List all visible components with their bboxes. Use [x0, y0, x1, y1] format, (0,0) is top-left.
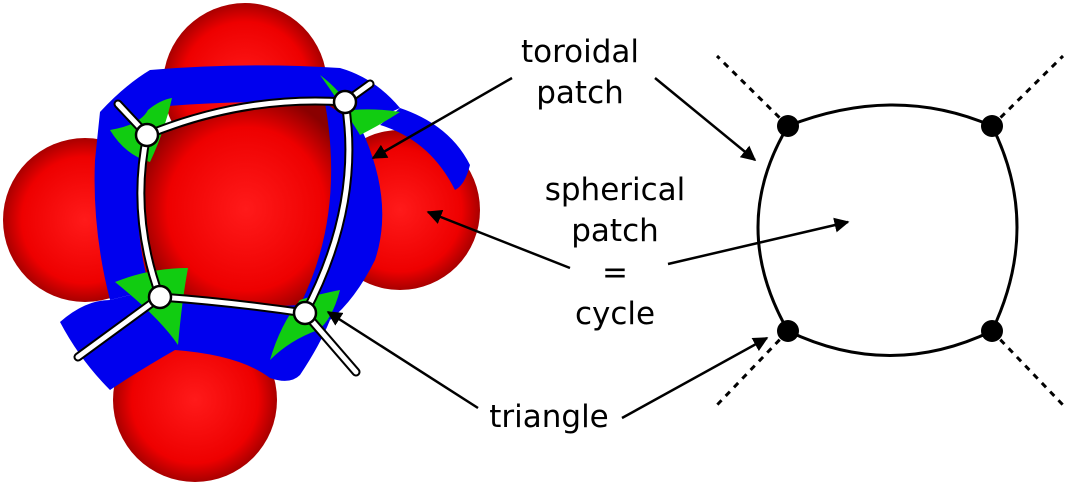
label-toroidal-line1: toroidal: [521, 34, 639, 70]
cycle-vertex-top-right: [981, 115, 1003, 137]
vertex-top-right: [332, 89, 358, 115]
arrow-spherical-right: [667, 217, 850, 266]
molecular-surface: [3, 3, 480, 482]
cycle-dangling-edges: [715, 54, 1065, 407]
cycle-vertices: [777, 115, 1003, 342]
arrows: [326, 76, 850, 420]
arrow-toroidal-left: [371, 76, 513, 160]
cycle-graph: [715, 54, 1065, 407]
label-spherical-line3: =: [602, 255, 628, 291]
toroidal-band-bottom: [60, 290, 330, 390]
label-spherical-line4: cycle: [575, 296, 655, 332]
toroidal-band-right-edge: [380, 108, 470, 190]
cycle-vertex-bottom-right: [981, 320, 1003, 342]
triangle-patch-top-right: [320, 75, 400, 135]
surface-graph-vertices: [134, 89, 358, 326]
vertex-top-left: [134, 122, 160, 148]
arrow-triangle-left: [326, 310, 479, 410]
arrow-spherical-left: [426, 209, 571, 270]
label-spherical-line1: spherical: [545, 172, 686, 208]
cycle-outline: [756, 103, 1019, 357]
label-toroidal-line2: patch: [536, 75, 624, 111]
arrow-toroidal-right: [654, 77, 757, 161]
cycle-vertex-top-left: [777, 115, 799, 137]
vertex-bottom-left: [147, 284, 173, 310]
labels: toroidal patch spherical patch = cycle t…: [489, 34, 685, 435]
label-spherical-line2: patch: [571, 213, 659, 249]
vertex-bottom-right: [292, 300, 318, 326]
toroidal-band-left: [94, 160, 150, 300]
toroidal-band-top: [95, 65, 400, 160]
sphere-center: [144, 103, 349, 315]
cycle-vertex-bottom-left: [777, 320, 799, 342]
surface-graph-edges: [73, 79, 375, 377]
arrow-triangle-right: [621, 336, 769, 420]
label-triangle: triangle: [489, 399, 609, 435]
